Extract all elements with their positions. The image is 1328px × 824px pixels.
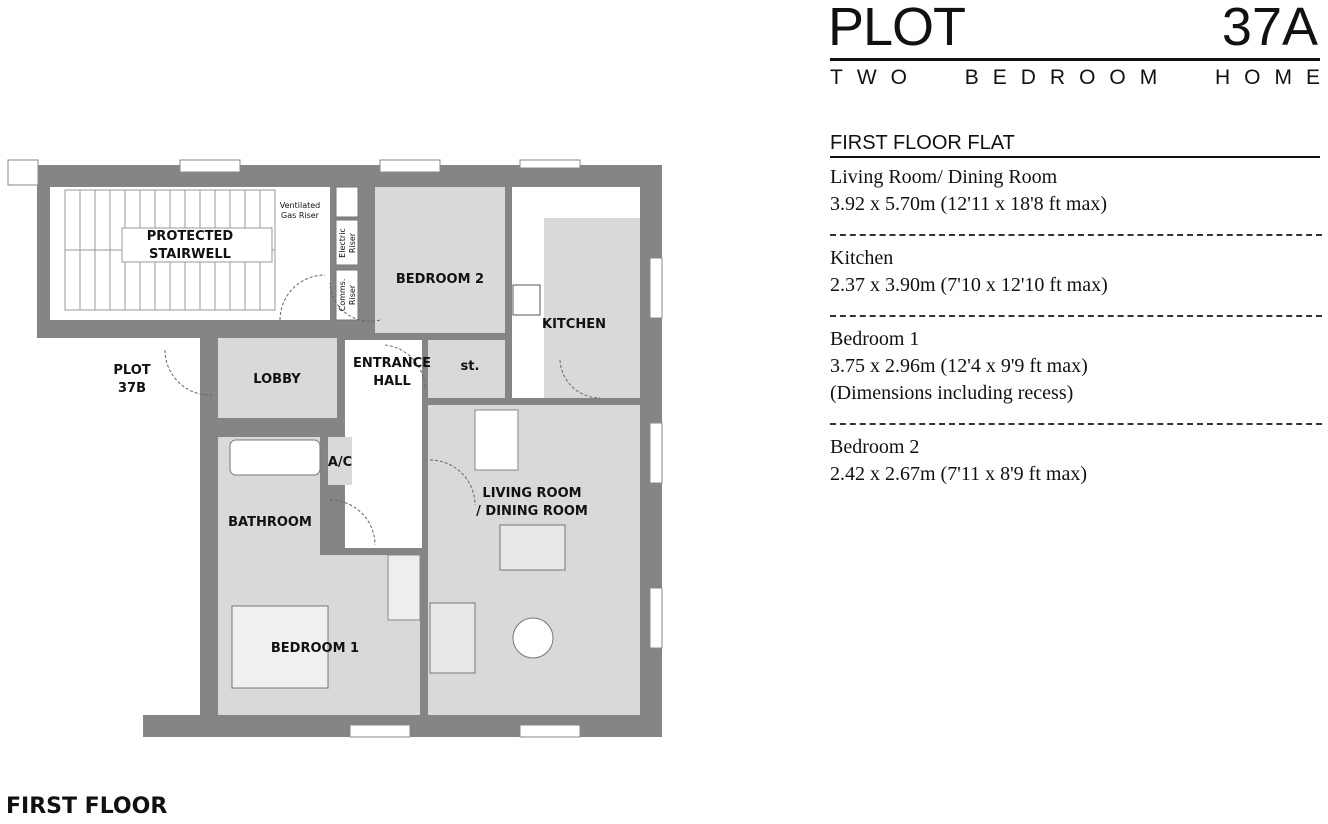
window (649, 422, 663, 484)
subtitle-word: TWO (830, 66, 921, 89)
living-room-label: LIVING ROOM (482, 486, 581, 501)
room-name: Bedroom 1 (830, 328, 920, 350)
kitchen-floor (544, 218, 640, 398)
subtitle: TWO BEDROOM HOME (830, 66, 1320, 90)
dining-table (474, 409, 519, 471)
window (649, 587, 663, 649)
room-dims: 3.75 x 2.96m (12'4 x 9'9 ft max) (830, 355, 1088, 377)
divider (830, 423, 1322, 425)
entrance-hall (345, 340, 422, 548)
plot-number: 37A (1221, 0, 1318, 57)
window (349, 724, 411, 738)
room-note: (Dimensions including recess) (830, 382, 1074, 404)
title-rule (830, 58, 1320, 61)
armchair (429, 602, 476, 674)
comms-riser-label: Riser (348, 284, 357, 305)
ac-label: A/C (328, 455, 352, 470)
stair-label-box (121, 227, 273, 263)
window (519, 724, 581, 738)
plot-37b-label: 37B (118, 381, 146, 396)
window (7, 159, 39, 186)
divider (830, 315, 1322, 317)
coffee-table (512, 617, 554, 659)
entrance-hall-label: ENTRANCE (353, 356, 431, 371)
window (519, 159, 581, 169)
divider (830, 234, 1322, 236)
living-room-label: / DINING ROOM (476, 504, 588, 519)
lobby-label: LOBBY (253, 372, 301, 387)
subtitle-word: HOME (1215, 66, 1328, 89)
stairwell-label: STAIRWELL (149, 247, 231, 262)
room-dims: 2.37 x 3.90m (7'10 x 12'10 ft max) (830, 274, 1108, 296)
room-entry: Bedroom 1 3.75 x 2.96m (12'4 x 9'9 ft ma… (830, 326, 1322, 409)
stairwell-label: PROTECTED (147, 229, 234, 244)
room-schedule: Living Room/ Dining Room 3.92 x 5.70m (1… (830, 164, 1322, 490)
entrance-hall-label: HALL (373, 374, 411, 389)
bed (231, 605, 329, 689)
gas-riser-label: Gas Riser (281, 211, 320, 220)
windows (7, 159, 663, 738)
room-name: Bedroom 2 (830, 436, 920, 458)
door-swings (164, 274, 601, 546)
comms-riser (335, 269, 359, 321)
bedroom-2-label: BEDROOM 2 (396, 272, 484, 287)
room-dims: 3.92 x 5.70m (12'11 x 18'8 ft max) (830, 193, 1107, 215)
electric-riser (335, 219, 359, 266)
store (428, 340, 505, 398)
room-name: Living Room/ Dining Room (830, 166, 1058, 188)
electric-riser-label: Electric (338, 228, 347, 258)
bathroom-label: BATHROOM (228, 515, 312, 530)
store-label: st. (461, 359, 480, 374)
window (649, 257, 663, 319)
gas-riser-label: Ventilated (280, 201, 320, 210)
plot-title: PLOT (828, 0, 966, 57)
subtitle-word: BEDROOM (964, 66, 1172, 89)
bedroom-2 (375, 187, 505, 333)
room-name: Kitchen (830, 247, 894, 269)
room-dims: 2.42 x 2.67m (7'11 x 8'9 ft max) (830, 463, 1087, 485)
window (179, 159, 241, 173)
floor-plan: PROTECTED STAIRWELL Ventilated Gas Riser… (7, 159, 663, 738)
flat-rule (830, 156, 1320, 158)
sofa (499, 524, 566, 571)
plot-37b-label: PLOT (113, 363, 150, 378)
room-entry: Kitchen 2.37 x 3.90m (7'10 x 12'10 ft ma… (830, 245, 1322, 301)
room-entry: Living Room/ Dining Room 3.92 x 5.70m (1… (830, 164, 1322, 220)
ac-cupboard (328, 437, 352, 485)
window (379, 159, 441, 173)
comms-riser-label: Comms. (338, 279, 347, 312)
flat-heading: FIRST FLOOR FLAT (830, 132, 1015, 154)
hob (512, 284, 541, 316)
bedroom-1-label: BEDROOM 1 (271, 641, 359, 656)
lobby (218, 338, 337, 418)
electric-riser-label: Riser (348, 232, 357, 253)
gas-riser (335, 186, 359, 218)
kitchen-label: KITCHEN (542, 317, 606, 332)
wardrobe (387, 554, 421, 621)
room-entry: Bedroom 2 2.42 x 2.67m (7'11 x 8'9 ft ma… (830, 434, 1322, 490)
floor-label: FIRST FLOOR (6, 794, 168, 819)
bath (229, 439, 321, 476)
